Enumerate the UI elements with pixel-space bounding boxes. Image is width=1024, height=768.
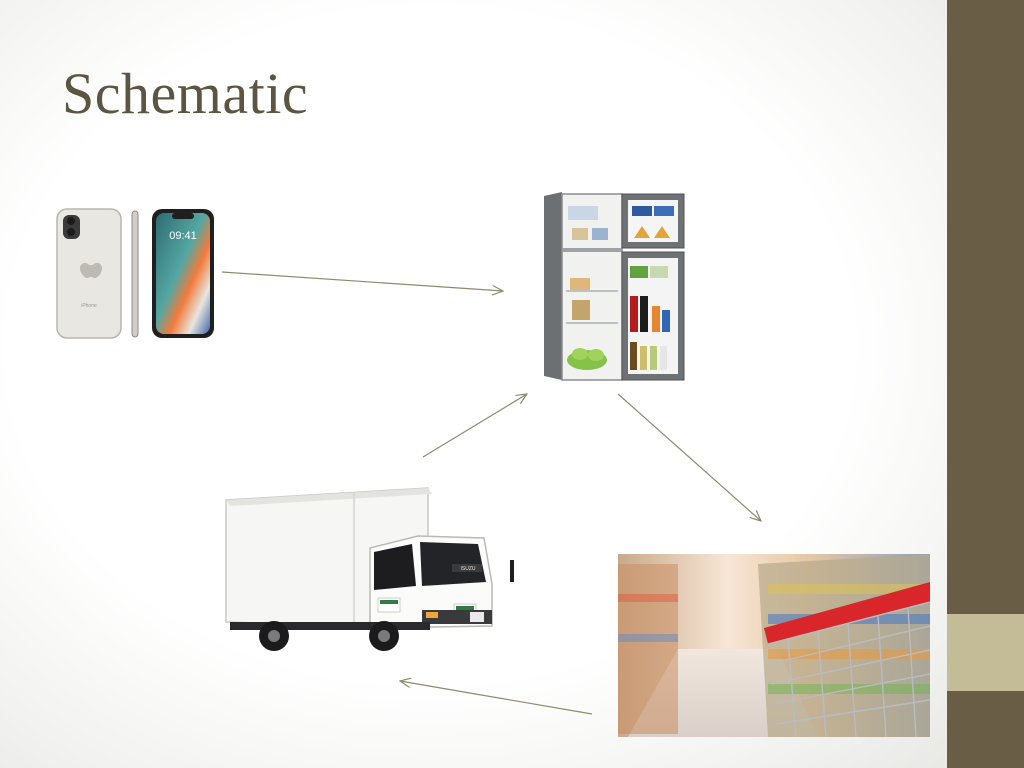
refrigerator-image: [542, 192, 686, 382]
svg-text:iPhone: iPhone: [81, 303, 97, 309]
truck-brand-text: ISUZU: [461, 566, 476, 572]
arrow-supermarket-to-truck: [400, 681, 593, 715]
phone-clock-text: 09:41: [169, 230, 197, 242]
arrow-fridge-to-supermarket: [617, 393, 761, 521]
slide-title: Schematic: [62, 61, 309, 126]
arrow-truck-to-fridge: [422, 394, 527, 458]
delivery-truck-image: ISUZU: [222, 486, 516, 652]
arrow-phone-to-fridge: [221, 271, 503, 291]
supermarket-image: [618, 554, 930, 737]
sidebar-accent-block: [947, 614, 1024, 691]
smartphone-image: iPhone 09:41: [55, 207, 217, 341]
